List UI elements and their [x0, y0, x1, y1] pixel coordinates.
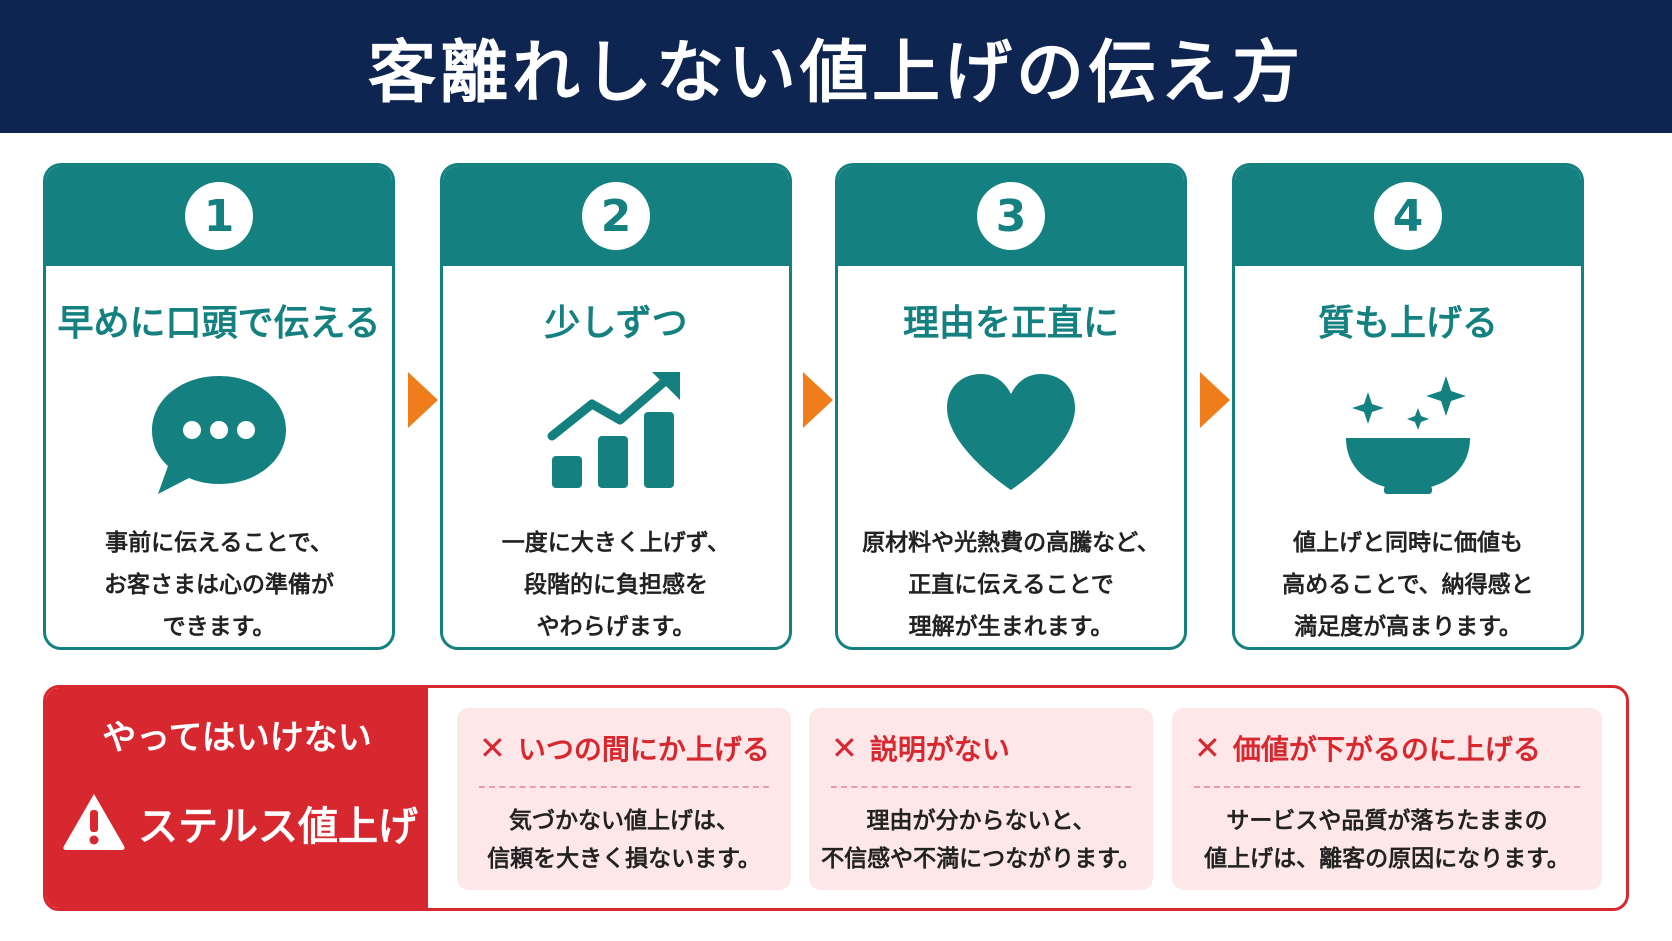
- warning-desc-line: 不信感や不満につながります。: [821, 846, 1141, 872]
- step-desc-line: できます。: [162, 614, 276, 640]
- step-number: 4: [1374, 182, 1442, 250]
- sparkling-bowl-icon: [1235, 358, 1581, 508]
- warning-label-block: やってはいけない ステルス値上げ: [46, 688, 428, 908]
- step-desc-line: 満足度が高まります。: [1294, 614, 1522, 640]
- warning-desc-line: サービスや品質が落ちたままの: [1226, 808, 1548, 834]
- cross-icon: ✕: [1194, 729, 1221, 767]
- step-card-header: 3: [838, 166, 1184, 266]
- step-card-2: 2 少しずつ 一度に大きく上げず、 段階的に負担感を やわらげます。: [440, 163, 792, 650]
- step-title: 早めに口頭で伝える: [57, 303, 381, 344]
- step-title: 質も上げる: [1317, 303, 1498, 344]
- page-title: 客離れしない値上げの伝え方: [367, 34, 1304, 113]
- step-desc-line: 段階的に負担感を: [524, 572, 708, 598]
- dashed-divider: [831, 786, 1131, 788]
- step-desc-line: 原材料や光熱費の高騰など、: [862, 530, 1160, 556]
- step-desc-line: 一度に大きく上げず、: [501, 530, 731, 556]
- warning-item-description: 気づかない値上げは、 信頼を大きく損ないます。: [457, 802, 791, 878]
- step-description: 原材料や光熱費の高騰など、 正直に伝えることで 理解が生まれます。: [838, 522, 1184, 647]
- arrow-right-icon: [1200, 372, 1230, 428]
- warning-item-title: 価値が下がるのに上げる: [1232, 733, 1541, 766]
- step-desc-line: お客さまは心の準備が: [104, 572, 334, 598]
- warning-item-title: いつの間にか上げる: [517, 733, 770, 766]
- warning-subheading-row: ステルス値上げ: [60, 790, 430, 856]
- warning-subheading: ステルス値上げ: [138, 804, 418, 850]
- warning-item-2: ✕ 説明がない 理由が分からないと、 不信感や不満につながります。: [809, 708, 1153, 890]
- step-description: 値上げと同時に価値も 高めることで、納得感と 満足度が高まります。: [1235, 522, 1581, 647]
- warning-icon: [60, 790, 128, 856]
- heart-icon: [838, 358, 1184, 508]
- header-banner: 客離れしない値上げの伝え方: [0, 0, 1672, 133]
- arrow-right-icon: [408, 372, 438, 428]
- warning-item-title-row: ✕ 説明がない: [831, 728, 1010, 768]
- step-title: 少しずつ: [544, 303, 688, 344]
- dashed-divider: [479, 786, 769, 788]
- arrow-right-icon: [803, 372, 833, 428]
- warning-item-title-row: ✕ いつの間にか上げる: [479, 728, 770, 768]
- step-card-1: 1 早めに口頭で伝える 事前に伝えることで、 お客さまは心の準備が できます。: [43, 163, 395, 650]
- step-number: 1: [185, 182, 253, 250]
- warning-heading: やってはいけない: [102, 718, 372, 758]
- warning-item-3: ✕ 価値が下がるのに上げる サービスや品質が落ちたままの 値上げは、離客の原因に…: [1172, 708, 1602, 890]
- step-number: 2: [582, 182, 650, 250]
- step-card-4: 4 質も上げる 値上げと同時に価値も 高めることで、納得感と 満足度が高まります…: [1232, 163, 1584, 650]
- speech-bubble-icon: [46, 358, 392, 508]
- warning-item-1: ✕ いつの間にか上げる 気づかない値上げは、 信頼を大きく損ないます。: [457, 708, 791, 890]
- warning-item-title: 説明がない: [869, 733, 1010, 766]
- step-description: 事前に伝えることで、 お客さまは心の準備が できます。: [46, 522, 392, 647]
- step-number: 3: [977, 182, 1045, 250]
- warning-item-title-row: ✕ 価値が下がるのに上げる: [1194, 728, 1541, 768]
- dashed-divider: [1194, 786, 1580, 788]
- step-title: 理由を正直に: [902, 303, 1119, 344]
- cross-icon: ✕: [479, 729, 506, 767]
- step-desc-line: 事前に伝えることで、: [105, 530, 333, 556]
- step-card-header: 2: [443, 166, 789, 266]
- warning-desc-line: 値上げは、離客の原因になります。: [1204, 846, 1570, 872]
- warning-desc-line: 理由が分からないと、: [866, 808, 1096, 834]
- warning-desc-line: 信頼を大きく損ないます。: [487, 846, 761, 872]
- warning-item-description: サービスや品質が落ちたままの 値上げは、離客の原因になります。: [1172, 802, 1602, 878]
- cross-icon: ✕: [831, 729, 858, 767]
- step-desc-line: 値上げと同時に価値も: [1293, 530, 1523, 556]
- growth-chart-icon: [443, 358, 789, 508]
- step-description: 一度に大きく上げず、 段階的に負担感を やわらげます。: [443, 522, 789, 647]
- step-desc-line: 理解が生まれます。: [908, 614, 1114, 640]
- step-desc-line: 正直に伝えることで: [908, 572, 1114, 598]
- step-desc-line: やわらげます。: [536, 614, 696, 640]
- step-card-header: 1: [46, 166, 392, 266]
- warning-desc-line: 気づかない値上げは、: [509, 808, 739, 834]
- step-card-3: 3 理由を正直に 原材料や光熱費の高騰など、 正直に伝えることで 理解が生まれま…: [835, 163, 1187, 650]
- warning-item-description: 理由が分からないと、 不信感や不満につながります。: [809, 802, 1153, 878]
- step-card-header: 4: [1235, 166, 1581, 266]
- step-desc-line: 高めることで、納得感と: [1282, 572, 1534, 598]
- warning-panel: やってはいけない ステルス値上げ ✕ いつの間にか上げる 気づかない値上げは、 …: [43, 685, 1629, 911]
